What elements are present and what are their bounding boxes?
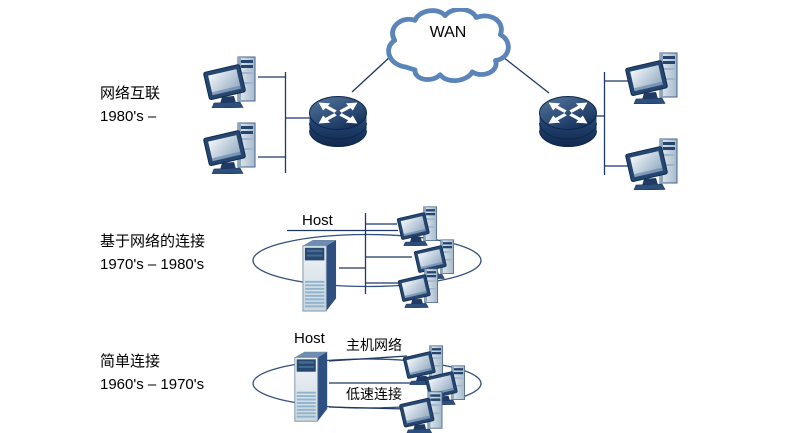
- section-label-internetworking: 网络互联 1980's –: [100, 82, 160, 128]
- desktop-computer-icon: [624, 138, 678, 190]
- wan-label: WAN: [429, 24, 467, 41]
- host-server-icon: [302, 239, 337, 312]
- section-title: 基于网络的连接: [100, 233, 206, 250]
- section-title: 简单连接: [100, 353, 161, 370]
- desktop-computer-icon: [624, 52, 678, 104]
- desktop-computer-icon: [398, 391, 443, 433]
- low-speed-link-annotation: 低速连接: [346, 386, 402, 402]
- lan-segment-left: [258, 72, 310, 173]
- host-label-middle: Host: [302, 212, 333, 229]
- desktop-computer-icon: [397, 268, 439, 308]
- wan-link-lines: [351, 55, 550, 94]
- host-network-annotation: 主机网络: [346, 337, 402, 353]
- desktop-computer-icon: [202, 56, 256, 108]
- middle-network-lines: [252, 213, 482, 294]
- wan-cloud-icon: [389, 9, 509, 80]
- host-label-bottom: Host: [294, 330, 325, 347]
- desktop-computer-icon: [396, 206, 438, 246]
- desktop-computer-icon: [202, 122, 256, 174]
- host-server-icon: [294, 351, 328, 422]
- section-title: 网络互联: [100, 85, 161, 102]
- section-label-simple: 简单连接 1960's – 1970's: [100, 350, 204, 396]
- lan-segment-right: [596, 72, 628, 175]
- section-era: 1970's – 1980's: [100, 256, 205, 273]
- section-label-network-based: 基于网络的连接 1970's – 1980's: [100, 230, 205, 276]
- router-icon: [309, 96, 367, 148]
- section-era: 1960's – 1970's: [100, 376, 205, 393]
- router-icon: [539, 96, 597, 148]
- section-era: 1980's –: [100, 108, 157, 125]
